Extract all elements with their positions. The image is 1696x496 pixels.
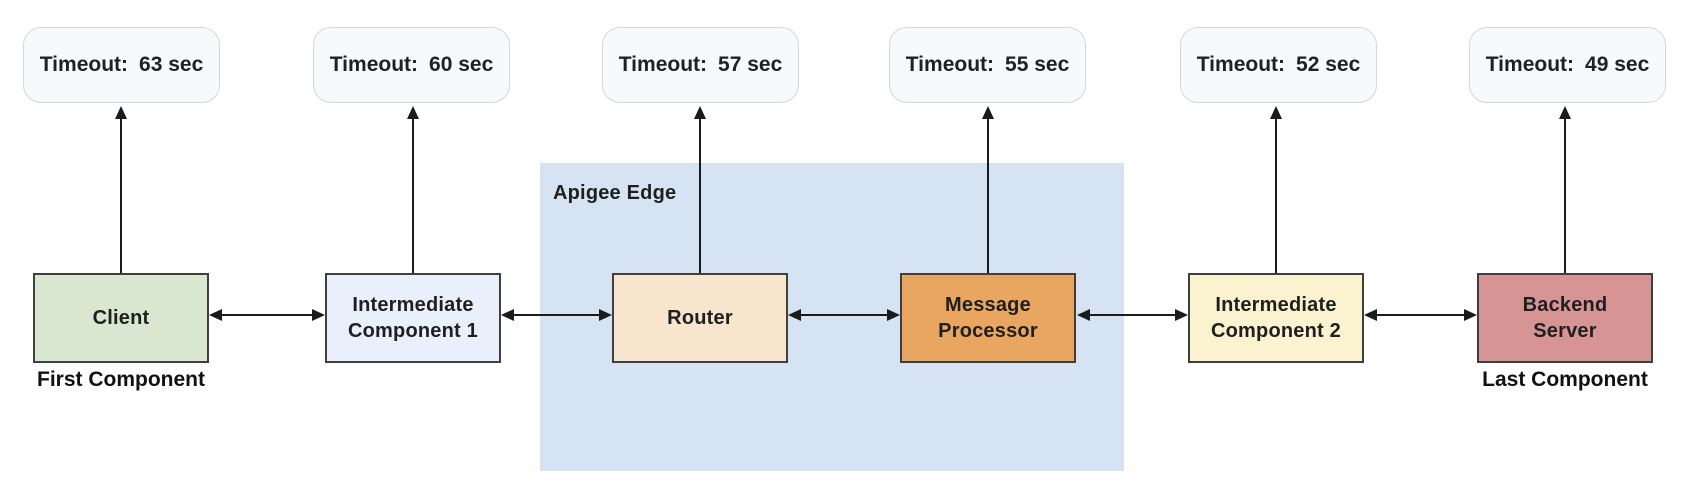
timeout-value: 63 sec [139,53,204,76]
timeout-label: Timeout: [39,53,129,76]
arrow-stem [512,314,601,316]
component-box-intermediate-component-1: Intermediate Component 1 [325,273,501,363]
arrow-router-message-processor [788,308,900,322]
timeout-value: 60 sec [429,53,494,76]
arrow-intermediate-component-1-router [501,308,612,322]
arrow-intermediate-component-1-to-timeout [406,106,420,273]
timeout-value: 57 sec [718,53,783,76]
component-box-intermediate-component-2: Intermediate Component 2 [1188,273,1364,363]
component-label: Message Processor [938,294,1038,342]
timeout-box-router: Timeout: 57 sec [602,27,799,103]
arrow-backend-server-to-timeout [1558,106,1572,273]
timeout-label: Timeout: [618,53,708,76]
arrow-stem [120,116,122,273]
caption-first-component: First Component [37,368,205,391]
component-box-router: Router [612,273,788,363]
timeout-box-backend-server: Timeout: 49 sec [1469,27,1666,103]
timeout-label: Timeout: [1196,53,1286,76]
arrow-stem [987,116,989,273]
apigee-edge-label: Apigee Edge [553,182,677,204]
component-label: Router [667,307,733,329]
caption-last-component: Last Component [1482,368,1648,391]
timeout-value: 55 sec [1005,53,1070,76]
arrow-client-to-timeout [114,106,128,273]
arrow-client-intermediate-component-1 [209,308,325,322]
component-box-message-processor: Message Processor [900,273,1076,363]
timeout-box-intermediate-component-1: Timeout: 60 sec [313,27,510,103]
arrow-intermediate-component-2-backend-server [1364,308,1477,322]
arrow-message-processor-to-timeout [981,106,995,273]
arrow-stem [799,314,889,316]
component-box-backend-server: Backend Server [1477,273,1653,363]
timeout-box-message-processor: Timeout: 55 sec [889,27,1086,103]
timeout-label: Timeout: [1485,53,1575,76]
arrow-stem [1088,314,1177,316]
arrow-intermediate-component-2-to-timeout [1269,106,1283,273]
arrow-stem [1375,314,1466,316]
arrow-message-processor-intermediate-component-2 [1077,308,1188,322]
timeout-box-client: Timeout: 63 sec [23,27,220,103]
timeout-label: Timeout: [329,53,419,76]
component-label: Backend Server [1522,294,1608,342]
component-label: Intermediate Component 2 [1211,294,1341,342]
arrow-router-to-timeout [693,106,707,273]
timeout-value: 49 sec [1585,53,1650,76]
arrow-stem [220,314,314,316]
component-box-client: Client [33,273,209,363]
arrow-stem [412,116,414,273]
arrow-stem [1564,116,1566,273]
timeout-box-intermediate-component-2: Timeout: 52 sec [1180,27,1377,103]
timeout-value: 52 sec [1296,53,1361,76]
arrow-stem [1275,116,1277,273]
component-label: Client [92,307,150,329]
timeout-label: Timeout: [905,53,995,76]
component-label: Intermediate Component 1 [348,294,478,342]
arrow-stem [699,116,701,273]
